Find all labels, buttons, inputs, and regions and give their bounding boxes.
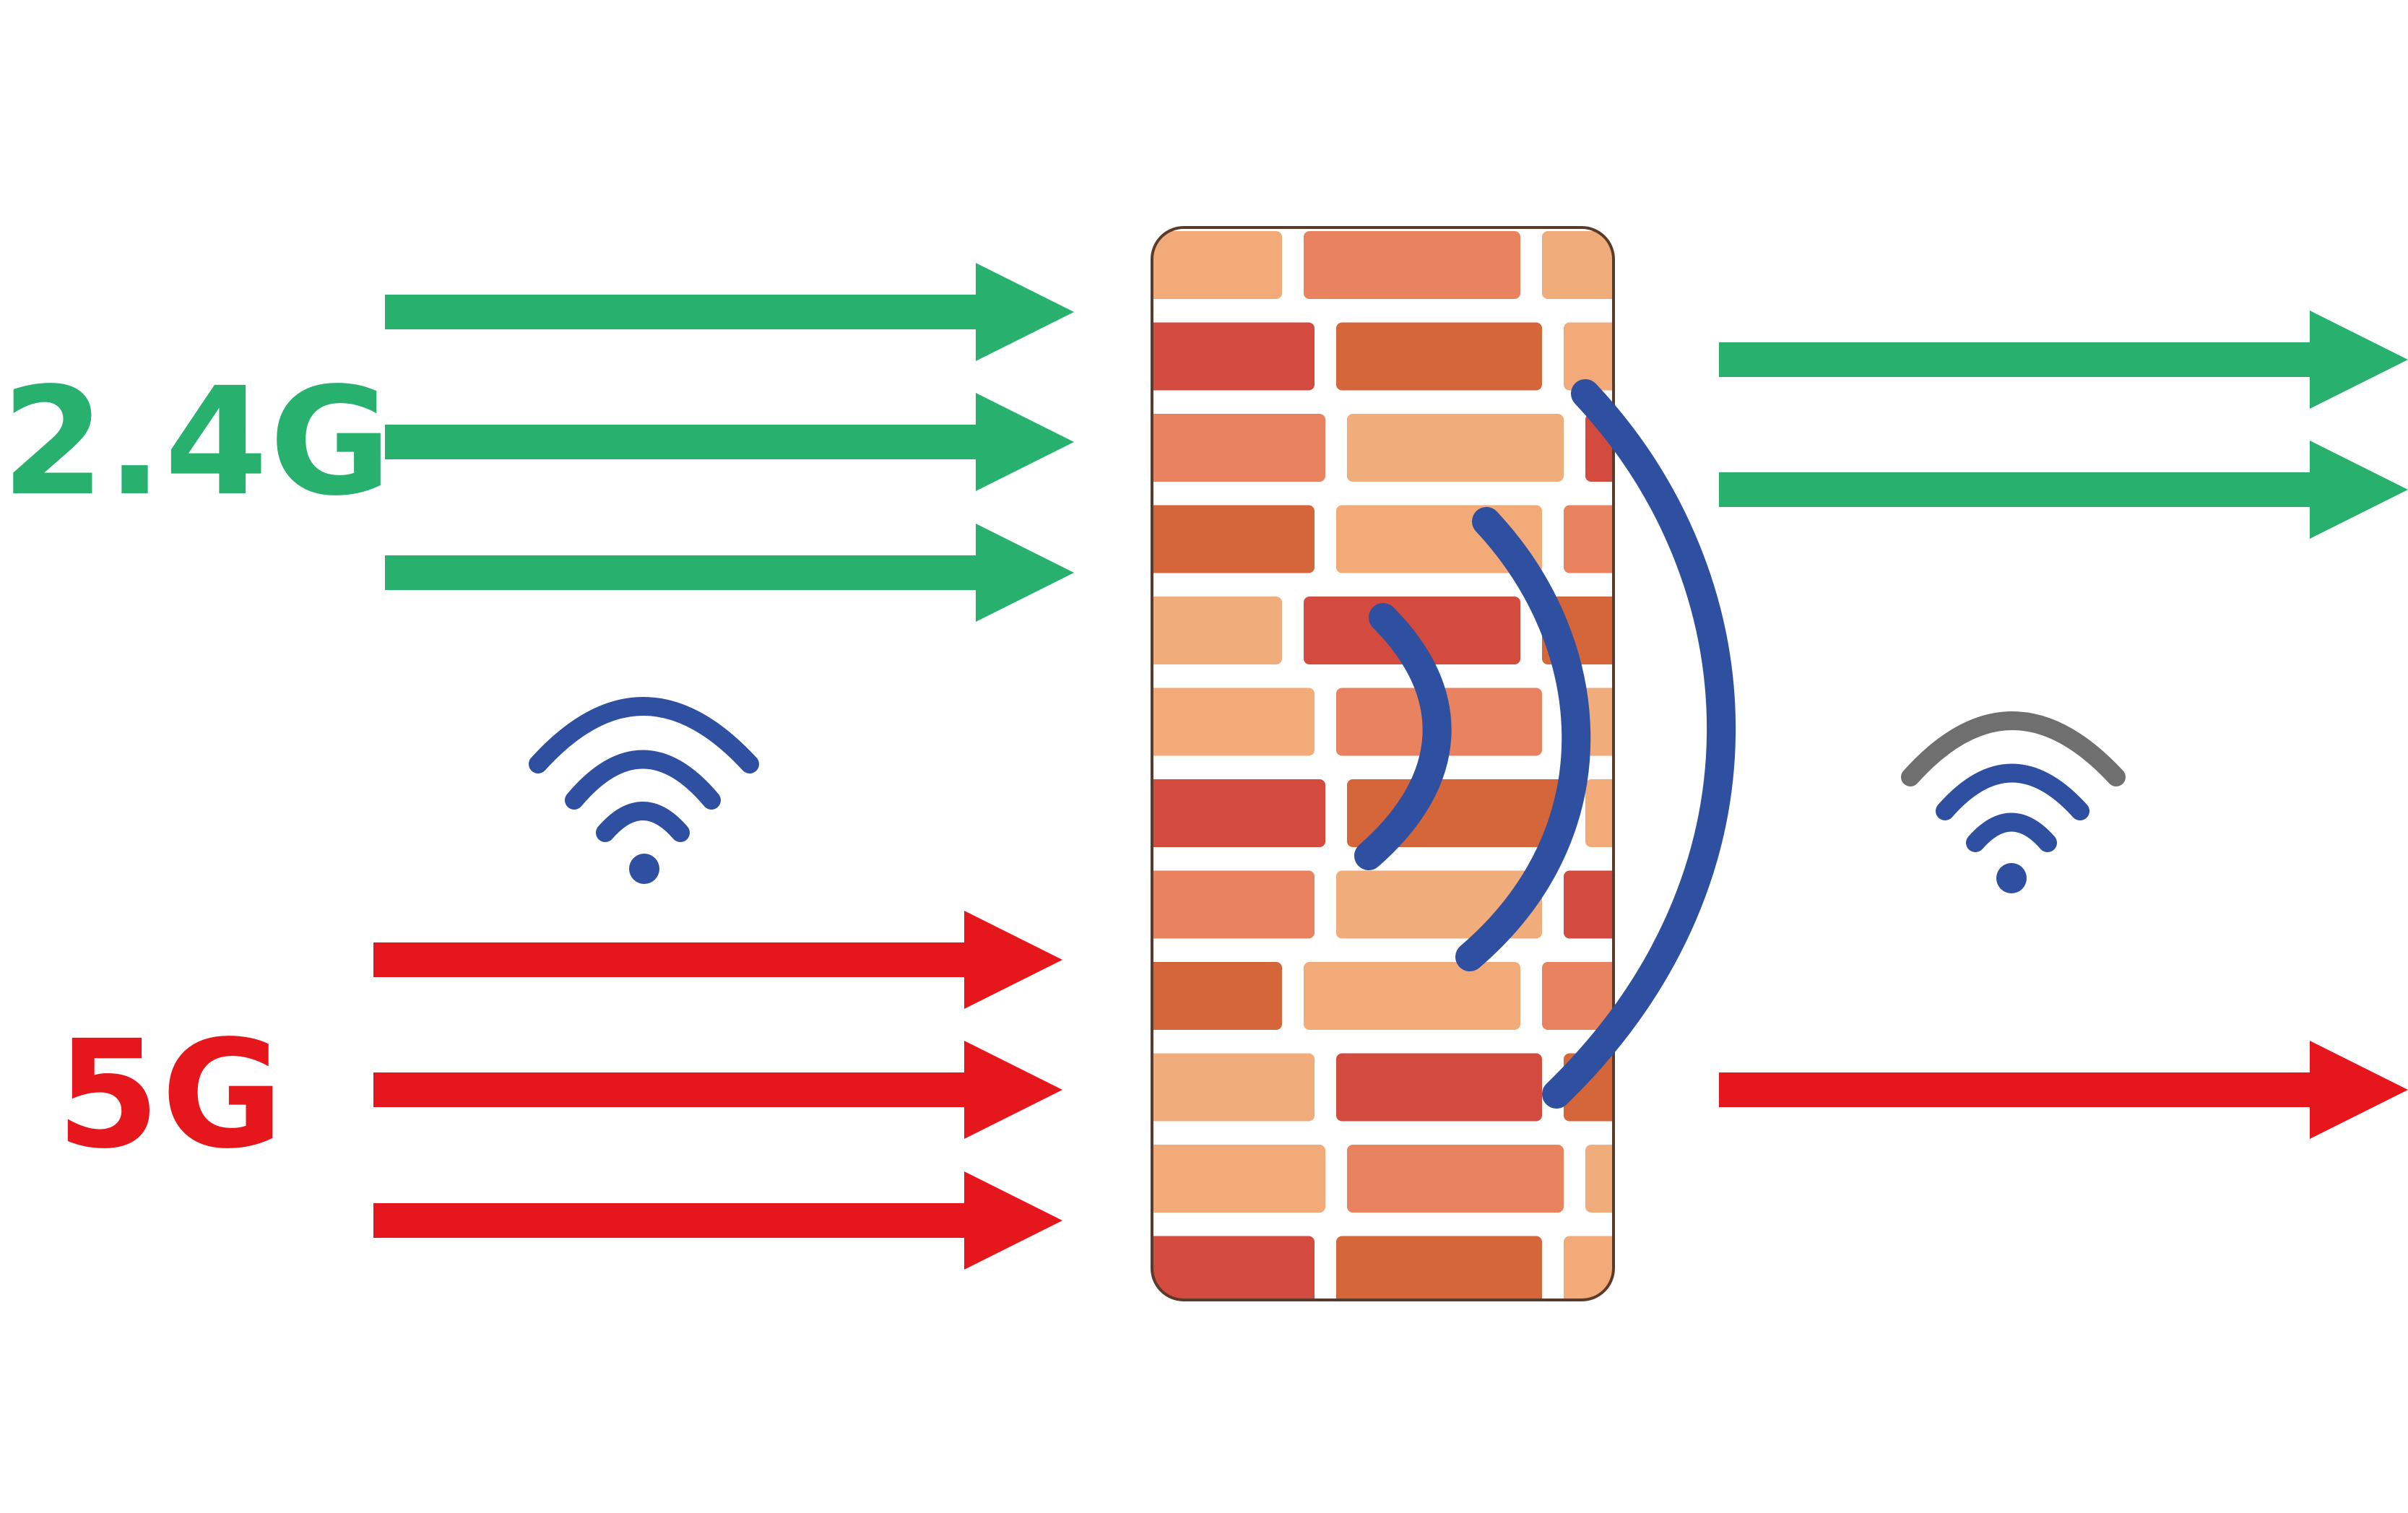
- signal-waves: [1354, 379, 1736, 1109]
- brick: [1152, 962, 1282, 1030]
- bricks: [1152, 231, 1614, 1300]
- arrow-5g-incoming-1: [373, 911, 1062, 1009]
- arrows-layer: [373, 263, 2408, 1270]
- brick: [1336, 322, 1542, 391]
- brick: [1152, 688, 1315, 756]
- signal-wave-large: [1542, 379, 1736, 1109]
- arrow-5g-incoming-2: [373, 1041, 1062, 1139]
- arrow-24g-incoming-2: [385, 393, 1074, 491]
- brick: [1347, 1145, 1564, 1213]
- brick: [1347, 414, 1564, 482]
- brick: [1152, 505, 1315, 573]
- signal-wave-medium: [1455, 507, 1591, 971]
- brick: [1304, 962, 1520, 1030]
- arrow-5g-incoming-3: [373, 1171, 1062, 1270]
- brick: [1336, 1053, 1542, 1122]
- brick: [1304, 231, 1520, 299]
- arrow-24g-incoming-3: [385, 524, 1074, 622]
- brick: [1152, 1053, 1315, 1122]
- brick: [1542, 962, 1614, 1030]
- brick: [1152, 1236, 1315, 1300]
- brick-wall: [1151, 226, 1615, 1301]
- brick: [1152, 414, 1325, 482]
- band-5g-label: 5G: [56, 1008, 285, 1182]
- brick: [1542, 597, 1614, 664]
- brick: [1152, 322, 1315, 391]
- arrow-24g-incoming-1: [385, 263, 1074, 361]
- wall-outline: [1151, 226, 1615, 1301]
- wifi-weak-icon: [1901, 711, 2126, 893]
- band-24g-label: 2.4G: [1, 355, 393, 529]
- brick: [1152, 870, 1315, 939]
- brick: [1152, 597, 1282, 664]
- brick: [1152, 231, 1282, 299]
- brick: [1564, 688, 1614, 756]
- signal-wave-small: [1354, 603, 1452, 870]
- brick: [1152, 1145, 1325, 1213]
- arrow-5g-outgoing-1: [1719, 1041, 2408, 1139]
- brick: [1542, 231, 1614, 299]
- brick: [1152, 779, 1325, 847]
- brick: [1336, 1236, 1542, 1300]
- brick: [1585, 1145, 1614, 1213]
- arrow-24g-outgoing-1: [1719, 311, 2408, 409]
- brick: [1564, 1236, 1614, 1300]
- wifi-icon: [529, 697, 759, 884]
- arrow-24g-outgoing-2: [1719, 441, 2408, 539]
